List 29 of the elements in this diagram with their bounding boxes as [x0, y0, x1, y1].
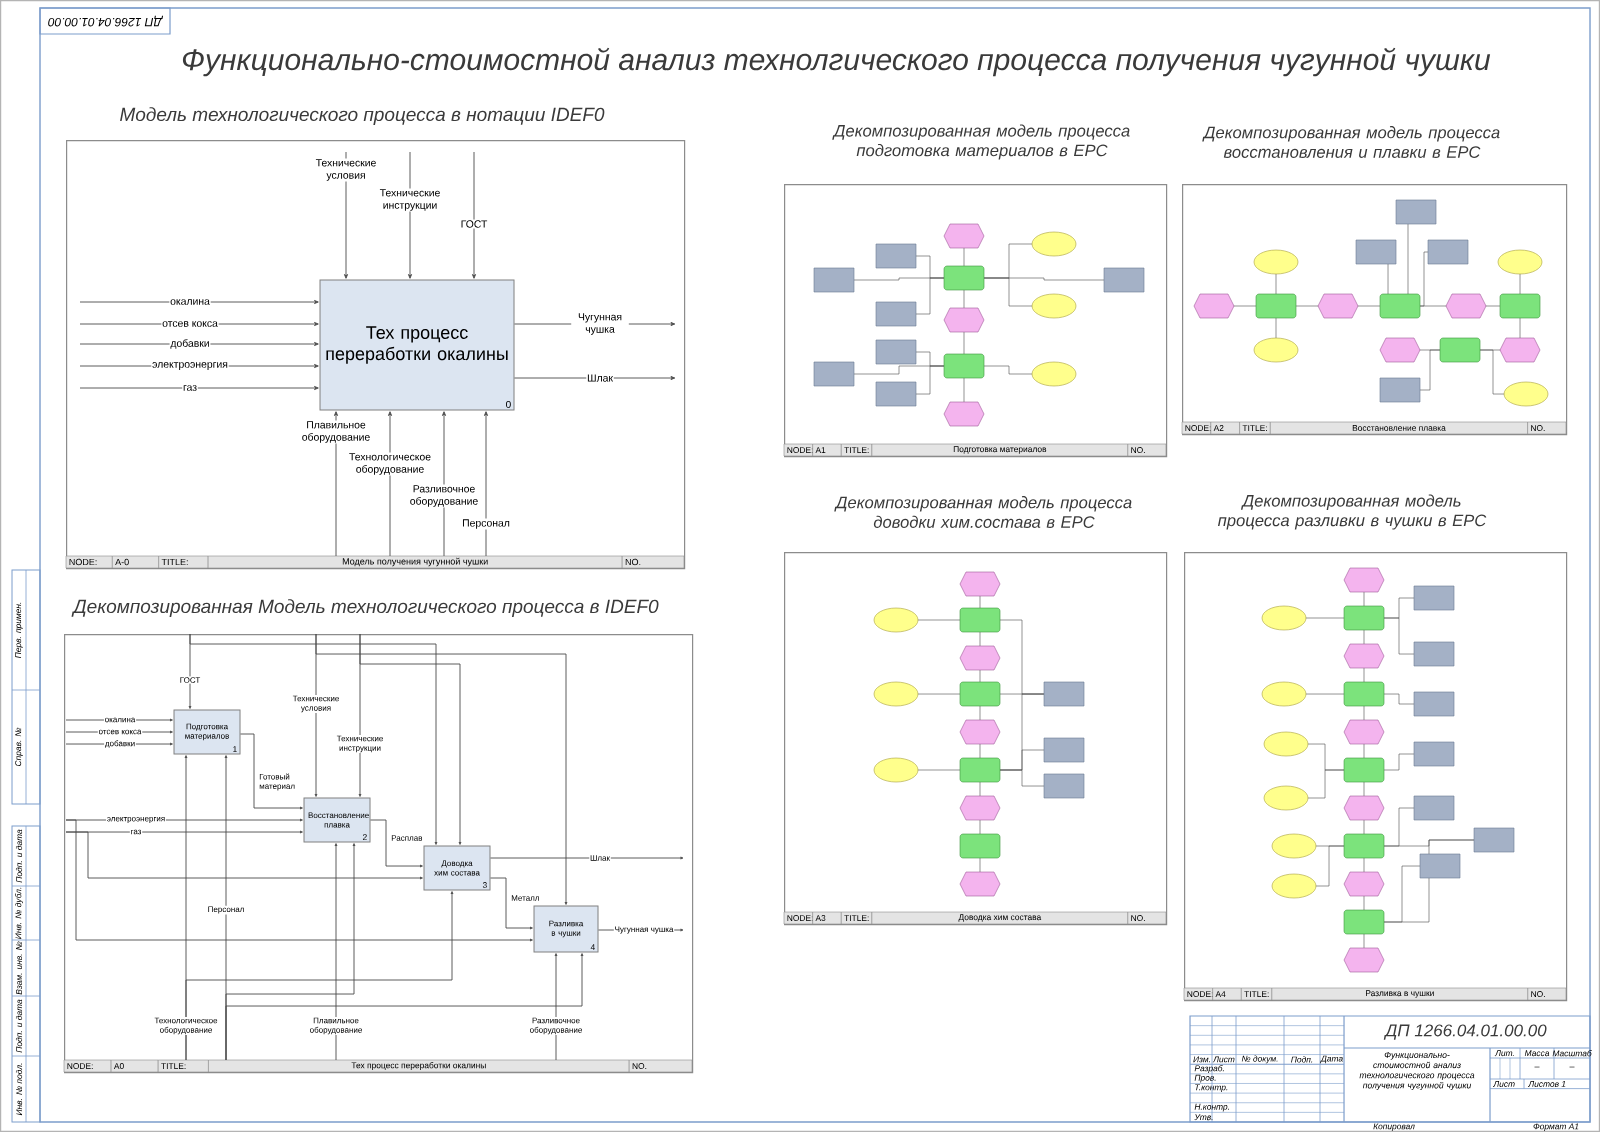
section-heading: Декомпозированная Модель технологического процесса в IDEF0 — [71, 599, 659, 617]
section-heading: Декомпозированная модель процесса восстановления и плавки в EPC — [1202, 126, 1500, 158]
section-heading: Декомпозированная модель процесса разливки в чушки в EPC — [1218, 494, 1487, 530]
arrow — [65, 718, 173, 722]
arrow — [240, 733, 303, 810]
arrow — [359, 633, 462, 845]
section-heading: Модель технологического процесса в нотации IDEF0 — [120, 107, 605, 125]
arrow — [490, 877, 533, 930]
arrow — [65, 742, 173, 746]
section-heading: Декомпозированная модель процесса подготовка материалов в EPC — [832, 124, 1130, 160]
arrow — [225, 953, 584, 1061]
arrow — [490, 856, 684, 860]
arrow — [189, 633, 438, 845]
arrow — [65, 831, 423, 880]
arrow — [514, 376, 676, 381]
arrow — [79, 386, 319, 391]
arrow — [554, 953, 558, 1061]
arrow — [370, 819, 423, 868]
arrow — [65, 819, 533, 942]
arrow — [315, 633, 568, 905]
sheet-title: Функционально-стоимостной анализ технолгического процесса получения чугунной чушки — [182, 47, 1491, 77]
arrow — [79, 342, 319, 347]
arrow — [79, 300, 319, 305]
drawing-number: ДП 1266.04.01.00.00 — [1383, 1024, 1547, 1040]
arrow — [484, 411, 489, 557]
arrow — [472, 151, 477, 279]
arrow — [185, 891, 454, 1061]
section-heading: Декомпозированная модель процесса доводки хим.состава в EPC — [834, 496, 1132, 528]
arrow — [334, 843, 338, 1061]
